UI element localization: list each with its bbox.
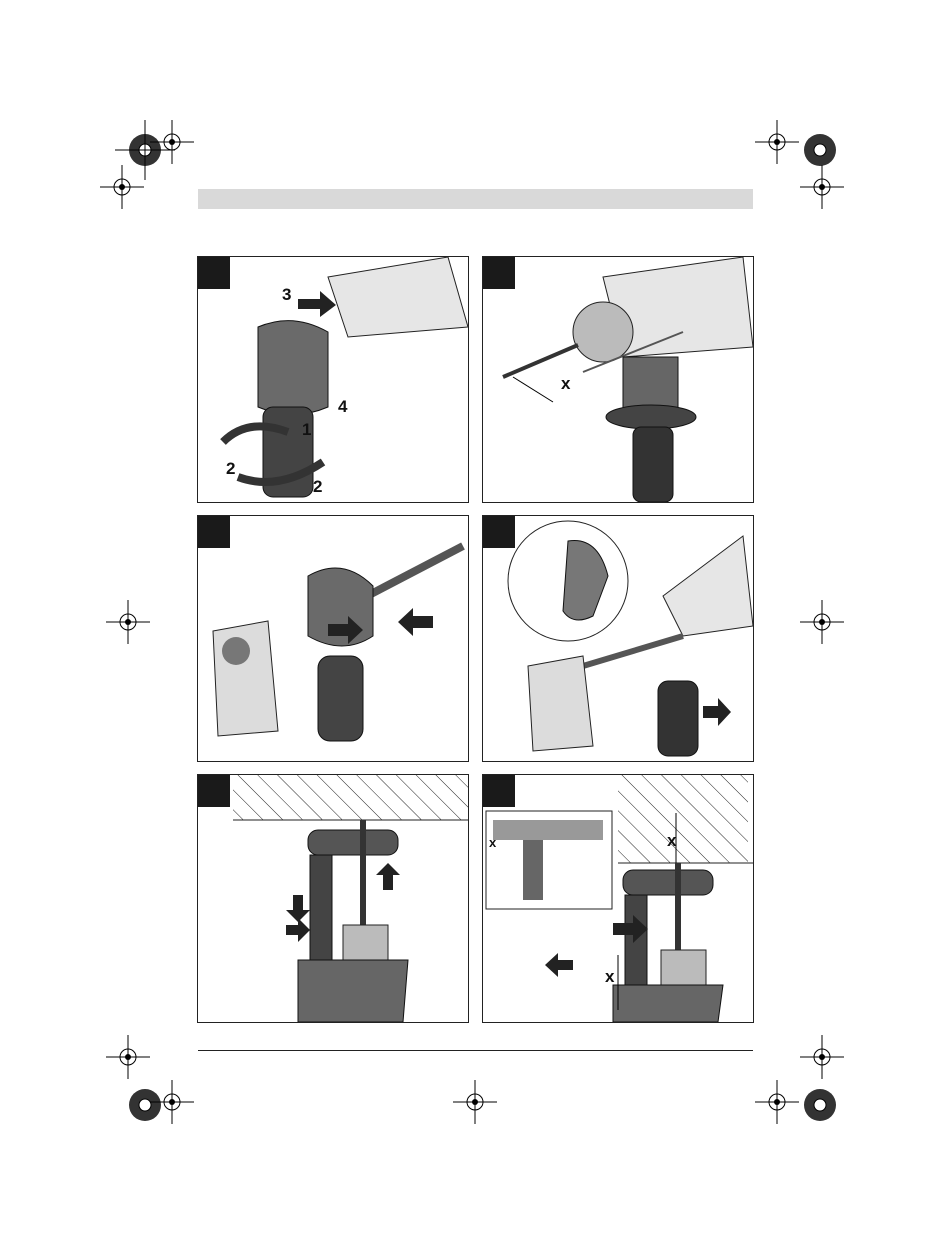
registration-mark-left-upper <box>100 165 144 214</box>
panel-b: x <box>482 256 754 503</box>
illustration-attach-dust-box <box>198 516 468 761</box>
step-label-2b: 2 <box>313 477 322 497</box>
registration-mark-bottom-right <box>790 1075 850 1140</box>
registration-mark-right-middle <box>800 600 844 649</box>
registration-mark-right-upper <box>800 165 844 214</box>
header-bar <box>198 189 753 209</box>
illustration-depth-stop <box>483 257 753 502</box>
dimension-label-x-inset: x <box>489 835 496 850</box>
panel-d <box>482 515 754 762</box>
panel-e <box>197 774 469 1023</box>
registration-mark-bottom-center <box>453 1080 497 1129</box>
illustration-ceiling-drilling-lock <box>483 775 753 1022</box>
registration-mark-bottom-left-2 <box>150 1080 194 1129</box>
illustration-dust-extractor-mount <box>198 257 468 502</box>
illustration-ceiling-drilling-unlock <box>198 775 468 1022</box>
dimension-label-x: x <box>561 374 570 394</box>
panel-f: x x x <box>482 774 754 1023</box>
step-label-3: 3 <box>282 285 291 305</box>
registration-mark-left-middle <box>106 600 150 649</box>
step-label-1: 1 <box>302 420 311 440</box>
registration-mark-top-right-2 <box>755 120 799 169</box>
panel-a: 3 4 1 2 2 <box>197 256 469 503</box>
panel-c <box>197 515 469 762</box>
registration-mark-top-left-2 <box>150 120 194 169</box>
footer-rule <box>198 1050 753 1051</box>
dimension-label-x-ceiling: x <box>667 831 676 851</box>
illustration-release-lever <box>483 516 753 761</box>
step-label-2a: 2 <box>226 459 235 479</box>
dimension-label-x-depth: x <box>605 967 614 987</box>
step-label-4: 4 <box>338 397 347 417</box>
